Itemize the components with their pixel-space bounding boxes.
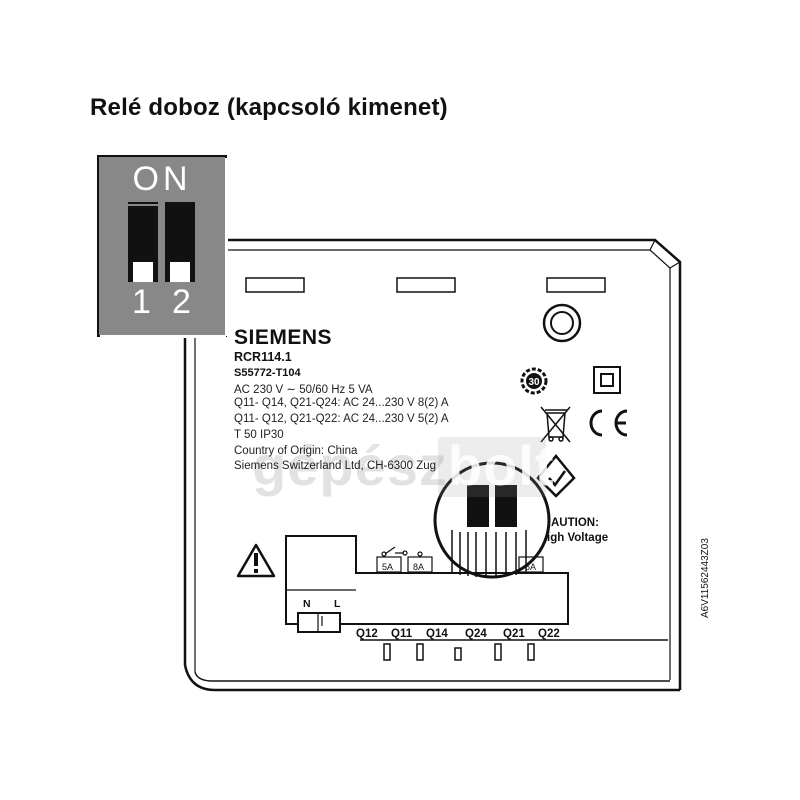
magnified-dip-switch	[433, 461, 551, 579]
spec-line-temperature: T 50 IP30	[234, 429, 284, 441]
spec-line-manufacturer: Siemens Switzerland Ltd, CH-6300 Zug	[234, 460, 436, 472]
terminal-l-label: L	[334, 598, 341, 610]
dip-switch-1-label: 1	[132, 283, 151, 321]
output-q12-label: Q12	[356, 628, 378, 640]
fuse-label: 5A	[525, 562, 537, 572]
ce-mark-icon	[589, 409, 628, 437]
rcm-mark-icon	[536, 454, 576, 498]
watermark-box	[438, 437, 546, 497]
output-q22-label: Q22	[538, 628, 560, 640]
page-title: Relé doboz (kapcsoló kimenet)	[90, 94, 448, 121]
brand-label: SIEMENS	[234, 326, 333, 349]
caution-label: AUTION:	[551, 517, 599, 529]
output-q24-label: Q24	[465, 628, 487, 640]
spec-line-origin: Country of Origin: China	[234, 445, 358, 457]
eup-30-icon: 30	[520, 367, 548, 395]
output-q14-label: Q14	[426, 628, 448, 640]
watermark-text: gépészbolt	[252, 434, 555, 497]
top-clips	[245, 277, 606, 293]
fuse-label: 8A	[413, 562, 425, 572]
screw-icon	[542, 303, 582, 343]
weee-bin-icon	[540, 406, 571, 443]
double-insulation-icon	[593, 366, 621, 394]
dip-switch-2-label: 2	[172, 283, 191, 321]
spec-line-rating-8a: Q11- Q14, Q21-Q24: AC 24...230 V 8(2) A	[234, 397, 449, 409]
warning-triangle-icon	[236, 543, 276, 578]
spec-line-power: AC 230 V ∼ 50/60 Hz 5 VA	[234, 384, 373, 396]
dip-on-label: ON	[132, 160, 192, 198]
output-pins	[360, 639, 668, 661]
eup-30-label: 30	[528, 377, 540, 388]
dip-switch-panel	[97, 155, 227, 337]
housing	[183, 238, 682, 692]
terminal-n-label: N	[303, 598, 311, 610]
relay-contacts	[376, 546, 544, 573]
part-number: S55772-T104	[234, 367, 301, 379]
high-voltage-label: igh Voltage	[547, 532, 609, 544]
document-id: A6V11562443Z03	[700, 538, 711, 618]
terminal-block	[285, 535, 569, 633]
model-number: RCR114.1	[234, 350, 292, 364]
output-q21-label: Q21	[503, 628, 525, 640]
spec-line-rating-5a: Q11- Q12, Q21-Q22: AC 24...230 V 5(2) A	[234, 413, 449, 425]
output-q11-label: Q11	[391, 628, 413, 640]
fuse-label: 5A	[382, 562, 394, 572]
